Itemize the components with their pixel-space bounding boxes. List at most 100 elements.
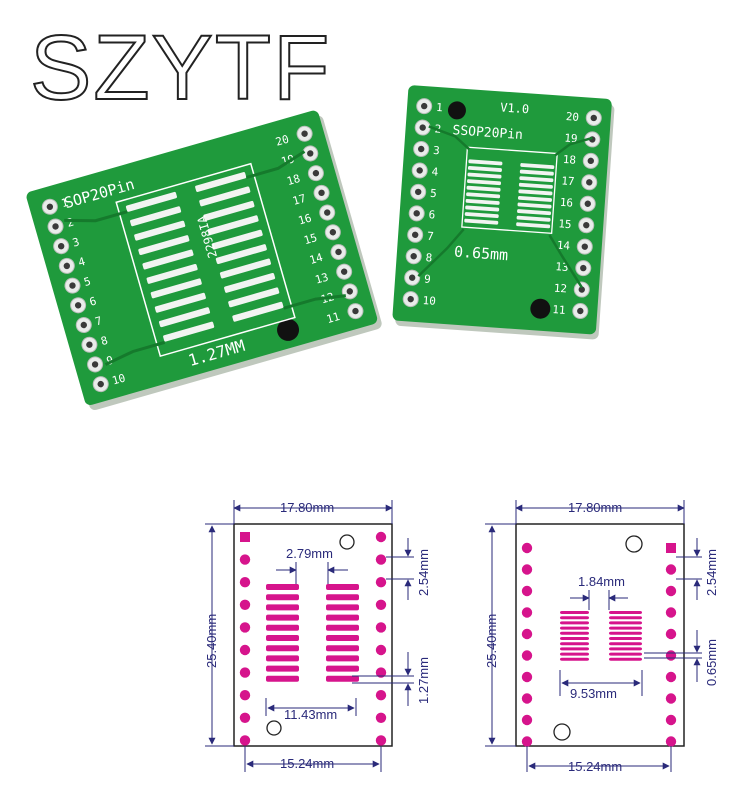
- smd-pad: [146, 263, 198, 284]
- drill-hole: [420, 102, 428, 110]
- brand-logo-text: SZYTF: [29, 17, 332, 119]
- pin-number: 10: [111, 371, 127, 387]
- smd-pad-column-right: [516, 163, 555, 229]
- smd-pad: [467, 172, 502, 179]
- drill-hole: [312, 169, 320, 177]
- through-hole-pad: [521, 714, 533, 726]
- dimension-diagram-sop20: 17.80mm 25.40mm 2.79mm 2.54mm 1.27mm: [204, 500, 431, 772]
- through-hole-pad: [521, 693, 533, 704]
- smd-pad: [519, 169, 554, 176]
- smd-pad: [326, 655, 359, 662]
- through-hole-pad: [375, 667, 387, 678]
- smd-pad: [609, 652, 642, 656]
- smd-pad: [326, 675, 359, 682]
- pin-number: 1: [436, 101, 444, 114]
- smd-pad: [224, 272, 276, 293]
- through-hole-pad: [521, 736, 533, 747]
- right-pin-pitch: 2.54mm: [704, 549, 719, 596]
- pin-number: 5: [82, 275, 92, 289]
- smd-pad: [609, 657, 642, 661]
- copper-traces: [417, 125, 593, 289]
- drill-hole: [410, 253, 417, 260]
- smd-pad: [326, 645, 359, 652]
- pin-number: 6: [88, 294, 98, 308]
- through-hole-pad: [375, 735, 387, 746]
- pin1-square-pad: [240, 532, 250, 542]
- smd-pad: [519, 176, 554, 183]
- drill-hole: [583, 222, 590, 229]
- pin-number: 6: [428, 208, 436, 221]
- left-height: 25.40mm: [204, 614, 219, 668]
- smd-pad: [560, 611, 589, 614]
- smd-pad: [609, 611, 642, 614]
- pin-number: 17: [291, 192, 307, 208]
- board-right-body: [392, 85, 612, 335]
- drill-hole: [584, 200, 591, 207]
- drill-hole: [417, 145, 425, 153]
- board-right-version: V1.0: [500, 100, 530, 116]
- smd-pad: [517, 209, 552, 216]
- smd-pad: [158, 307, 211, 328]
- through-hole-pad: [521, 585, 533, 597]
- drill-hole: [97, 380, 104, 388]
- smd-pad: [466, 185, 501, 192]
- through-hole-pad: [665, 564, 677, 575]
- pin-number: 7: [427, 230, 435, 243]
- copper-traces: [64, 150, 347, 366]
- diagram-right-outline: [515, 523, 685, 747]
- pin-number: 17: [561, 174, 575, 188]
- smd-pad: [326, 584, 359, 590]
- smd-pad: [464, 218, 499, 225]
- smd-pad: [150, 278, 202, 299]
- left-pad-span: 11.43mm: [284, 707, 337, 722]
- drill-hole: [346, 288, 354, 295]
- left-ic-pitch: 1.27mm: [416, 657, 431, 704]
- drill-hole: [80, 321, 87, 329]
- smd-pad: [154, 292, 206, 313]
- pin-number: 7: [94, 314, 104, 328]
- through-hole-pad: [239, 735, 251, 746]
- smd-pad: [232, 301, 284, 322]
- smd-pad: [266, 614, 299, 621]
- drill-hole: [413, 210, 420, 217]
- mounting-hole: [530, 298, 551, 319]
- through-hole-pad: [521, 607, 533, 618]
- through-hole-pad: [239, 577, 251, 588]
- drill-hole: [586, 179, 593, 186]
- through-hole-pad: [665, 628, 677, 640]
- smd-pad: [266, 635, 299, 641]
- smd-pad: [266, 624, 299, 631]
- smd-pad: [468, 159, 503, 166]
- pin-number: 16: [297, 211, 313, 227]
- smd-pad: [464, 212, 499, 219]
- drill-hole: [578, 286, 585, 293]
- pin-number: 3: [433, 144, 441, 157]
- right-pad-span: 9.53mm: [570, 686, 617, 701]
- smd-pad: [130, 206, 182, 227]
- through-hole-pad: [375, 577, 387, 588]
- smd-pad-column-left: [464, 159, 503, 225]
- smd-pad: [560, 642, 589, 646]
- pin-number: 20: [565, 110, 579, 124]
- drill-hole: [301, 130, 308, 137]
- drill-hole: [416, 167, 423, 174]
- smd-pad: [134, 220, 186, 241]
- smd-pad: [518, 182, 553, 189]
- smd-pad: [465, 198, 500, 205]
- through-hole-pad: [665, 693, 677, 704]
- smd-pad: [266, 594, 299, 601]
- left-width-bottom: 15.24mm: [280, 756, 334, 771]
- smd-pad: [203, 200, 255, 221]
- smd-pad: [609, 626, 642, 630]
- drill-hole: [324, 209, 331, 216]
- smd-pad: [516, 215, 551, 222]
- dimension-diagram-ssop20: 17.80mm 25.40mm 1.84mm 2.54mm 0.65mm: [484, 500, 719, 774]
- board-right-name: SSOP20Pin: [452, 123, 523, 143]
- footprint-outline: [461, 146, 558, 234]
- smd-pad: [517, 202, 552, 209]
- through-hole-pad: [521, 650, 533, 661]
- mounting-hole: [277, 318, 300, 341]
- through-hole-pad: [665, 671, 677, 683]
